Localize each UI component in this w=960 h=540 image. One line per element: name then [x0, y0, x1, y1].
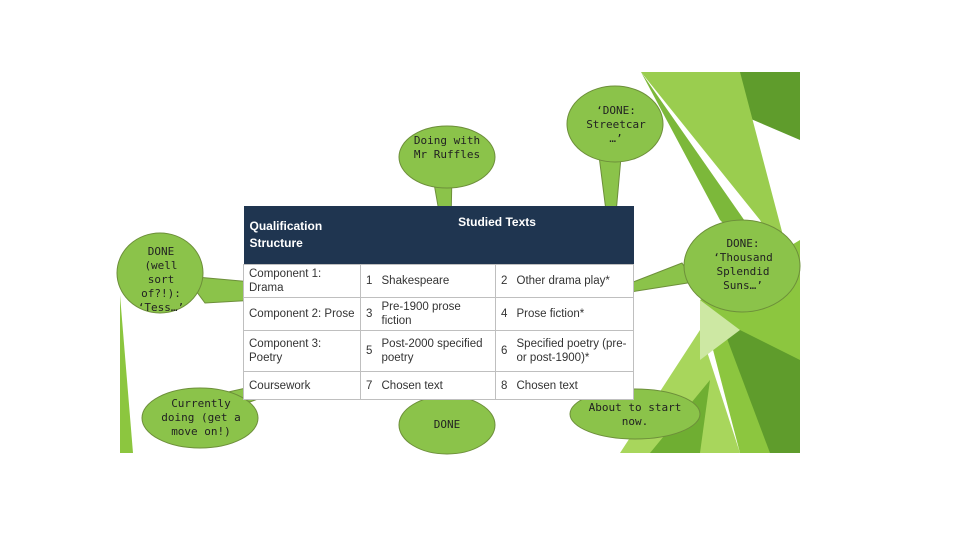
text-number: 1 [360, 264, 377, 298]
text-number: 6 [495, 330, 512, 372]
text-number: 5 [360, 330, 377, 372]
studied-text: Pre-1900 prose fiction [376, 297, 496, 331]
bubble-coursework [141, 387, 259, 449]
table-row: Component 2: Prose 3 Pre-1900 prose fict… [243, 297, 635, 331]
bubble-tess-text: DONE (well sort of?!): ‘Tess…’ [137, 245, 185, 314]
text-number: 4 [495, 297, 512, 331]
studied-text: Specified poetry (pre- or post-1900)* [511, 330, 635, 372]
studied-text: Chosen text [376, 371, 496, 400]
bubble-tess [116, 232, 204, 314]
left-green-accent [120, 295, 133, 453]
bubble-streetcar [566, 85, 664, 163]
text-number: 8 [495, 371, 512, 400]
bubble-thousand-suns [683, 219, 801, 313]
studied-text: Chosen text [511, 371, 635, 400]
component-cell: Component 2: Prose [243, 297, 361, 331]
table-header-row: Qualification Structure Studied Texts [243, 206, 634, 265]
component-cell: Component 3: Poetry [243, 330, 361, 372]
studied-text: Prose fiction* [511, 297, 635, 331]
bubble-mr-ruffles-text: Doing with Mr Ruffles [413, 134, 481, 161]
bubble-poetry-done-text: DONE [433, 418, 461, 431]
bubble-specified-poetry-text: About to start now. [588, 401, 682, 428]
component-cell: Component 1: Drama [243, 264, 361, 298]
studied-text: Post-2000 specified poetry [376, 330, 496, 372]
bubble-streetcar-text: ‘DONE: Streetcar …’ [586, 104, 646, 145]
studied-text: Other drama play* [511, 264, 635, 298]
text-number: 2 [495, 264, 512, 298]
table-row: Coursework 7 Chosen text 8 Chosen text [243, 371, 635, 400]
table-row: Component 3: Poetry 5 Post-2000 specifie… [243, 330, 635, 372]
bubble-mr-ruffles [398, 125, 496, 189]
bubble-specified-poetry [569, 388, 701, 440]
qualification-table: Qualification Structure Studied Texts Co… [243, 206, 635, 400]
bubble-coursework-text: Currently doing (get a move on!) [161, 397, 241, 438]
text-number: 3 [360, 297, 377, 331]
component-cell: Coursework [243, 371, 361, 400]
header-qualification-structure: Qualification Structure [243, 206, 361, 265]
studied-text: Shakespeare [376, 264, 496, 298]
right-green-shapes [620, 72, 800, 453]
bubble-thousand-suns-text: DONE: ‘Thousand Splendid Suns…’ [713, 237, 773, 292]
text-number: 7 [360, 371, 377, 400]
header-studied-texts: Studied Texts [360, 206, 634, 265]
bubble-bodies [116, 85, 801, 455]
table-row: Component 1: Drama 1 Shakespeare 2 Other… [243, 264, 635, 298]
